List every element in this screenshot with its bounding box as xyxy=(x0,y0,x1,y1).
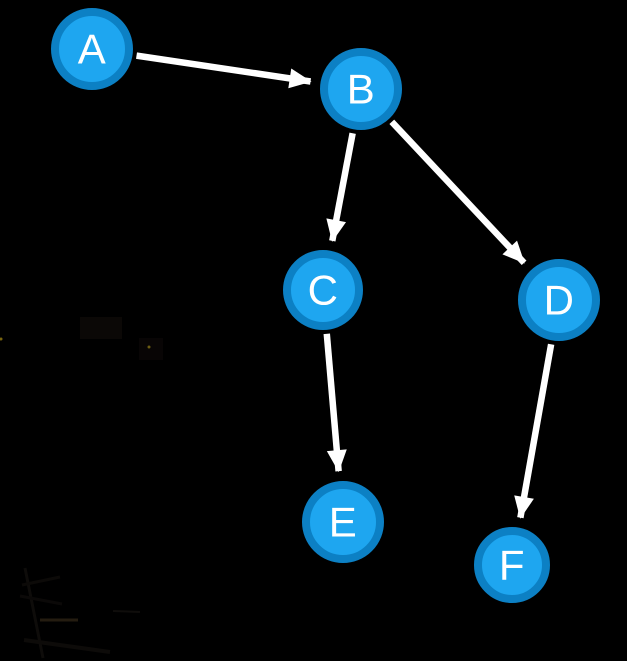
edges-layer xyxy=(136,52,555,519)
node-A[interactable]: A xyxy=(51,8,133,90)
node-B[interactable]: B xyxy=(320,48,402,130)
edge-arrow-B-C xyxy=(326,132,356,242)
node-circle-B[interactable] xyxy=(320,48,402,130)
node-C[interactable]: C xyxy=(283,250,363,330)
node-label-E: E xyxy=(329,499,358,546)
faint-artifact xyxy=(23,638,111,654)
node-circle-C[interactable] xyxy=(283,250,363,330)
edge-arrow-D-F xyxy=(514,343,555,519)
node-circle-D[interactable] xyxy=(518,259,600,341)
faint-artifact xyxy=(139,338,163,360)
node-circle-E[interactable] xyxy=(302,481,384,563)
faint-artifact xyxy=(0,337,3,341)
artifacts-layer xyxy=(0,317,163,659)
edge-arrow-A-B xyxy=(136,52,312,89)
faint-artifact xyxy=(80,317,122,339)
node-label-C: C xyxy=(308,267,339,314)
edge-arrow-C-E xyxy=(323,333,347,473)
faint-artifact xyxy=(147,345,151,349)
node-circle-F[interactable] xyxy=(474,527,550,603)
faint-artifact xyxy=(21,575,61,587)
faint-artifact xyxy=(19,594,63,606)
node-label-A: A xyxy=(78,26,107,73)
node-F[interactable]: F xyxy=(474,527,550,603)
faint-artifact xyxy=(112,610,141,613)
node-label-D: D xyxy=(544,277,575,324)
node-label-F: F xyxy=(499,542,525,589)
nodes-layer: A B C D E F xyxy=(51,8,600,603)
node-E[interactable]: E xyxy=(302,481,384,563)
node-D[interactable]: D xyxy=(518,259,600,341)
edge-arrow-B-D xyxy=(389,119,527,266)
node-label-B: B xyxy=(347,66,376,113)
node-circle-A[interactable] xyxy=(51,8,133,90)
